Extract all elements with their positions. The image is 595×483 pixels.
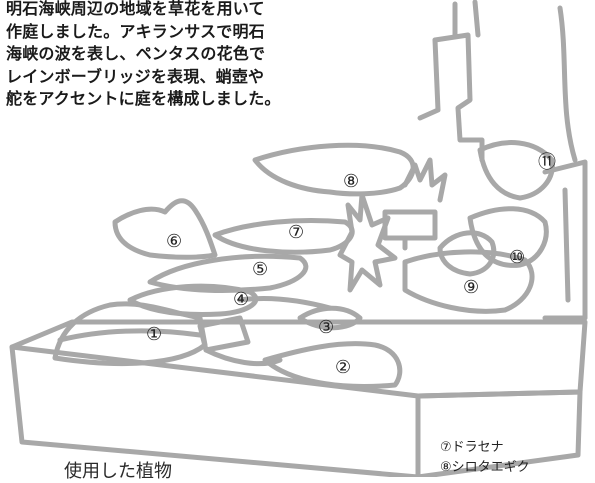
legend-item: ⑦ドラセナ (440, 440, 504, 455)
marker-7: ⑦ (288, 222, 304, 243)
spiky-plant (402, 157, 448, 203)
plant-legend: ⑦ドラセナ ⑧シロタエギク (440, 438, 530, 478)
rudder (437, 230, 497, 277)
planter-box-front (9, 344, 421, 477)
marker-3: ③ (318, 317, 334, 338)
description-line: 海峡の波を表し、ペンタスの花色で (6, 44, 266, 63)
bed-10 (467, 206, 549, 268)
bed-8 (252, 142, 416, 197)
description-line: 明石海峡周辺の地域を草花を用いて (6, 0, 265, 18)
caption: 使用した植物 (64, 461, 172, 482)
description-line: レインボーブリッジを表現、蛸壺や (6, 66, 265, 86)
marker-9: ⑨ (463, 277, 479, 298)
bed-7 (212, 218, 355, 255)
bed-11 (477, 140, 555, 201)
spiky-plant (337, 192, 398, 293)
marker-5: ⑤ (252, 259, 268, 280)
sign-box (382, 209, 438, 241)
marker-6: ⑥ (166, 231, 182, 252)
octopus-pot (197, 315, 251, 353)
description-line: 作庭しました。アキランサスで明石 (6, 21, 265, 41)
right-wall-inner (562, 187, 571, 303)
bed-9 (402, 249, 535, 314)
right-wall (542, 159, 588, 321)
marker-1: ① (146, 324, 162, 345)
marker-4: ④ (233, 289, 249, 310)
bed-3 (297, 305, 363, 331)
bed-5 (147, 253, 309, 293)
legend-item: ⑧シロタエギク (440, 460, 530, 475)
bed-6 (112, 198, 218, 260)
bed-2 (262, 341, 403, 389)
marker-8: ⑧ (343, 171, 359, 192)
marker-11: ⑪ (538, 152, 556, 173)
marker-10: ⑩ (509, 247, 525, 268)
tower (432, 32, 485, 163)
description-line: 舵をアクセントに庭を構成しました。 (6, 89, 281, 108)
planter-box-side (415, 389, 583, 477)
description-text: 明石海峡周辺の地域を草花を用いて 作庭しました。アキランサスで明石 海峡の波を表… (6, 0, 346, 111)
marker-2: ② (335, 357, 351, 378)
